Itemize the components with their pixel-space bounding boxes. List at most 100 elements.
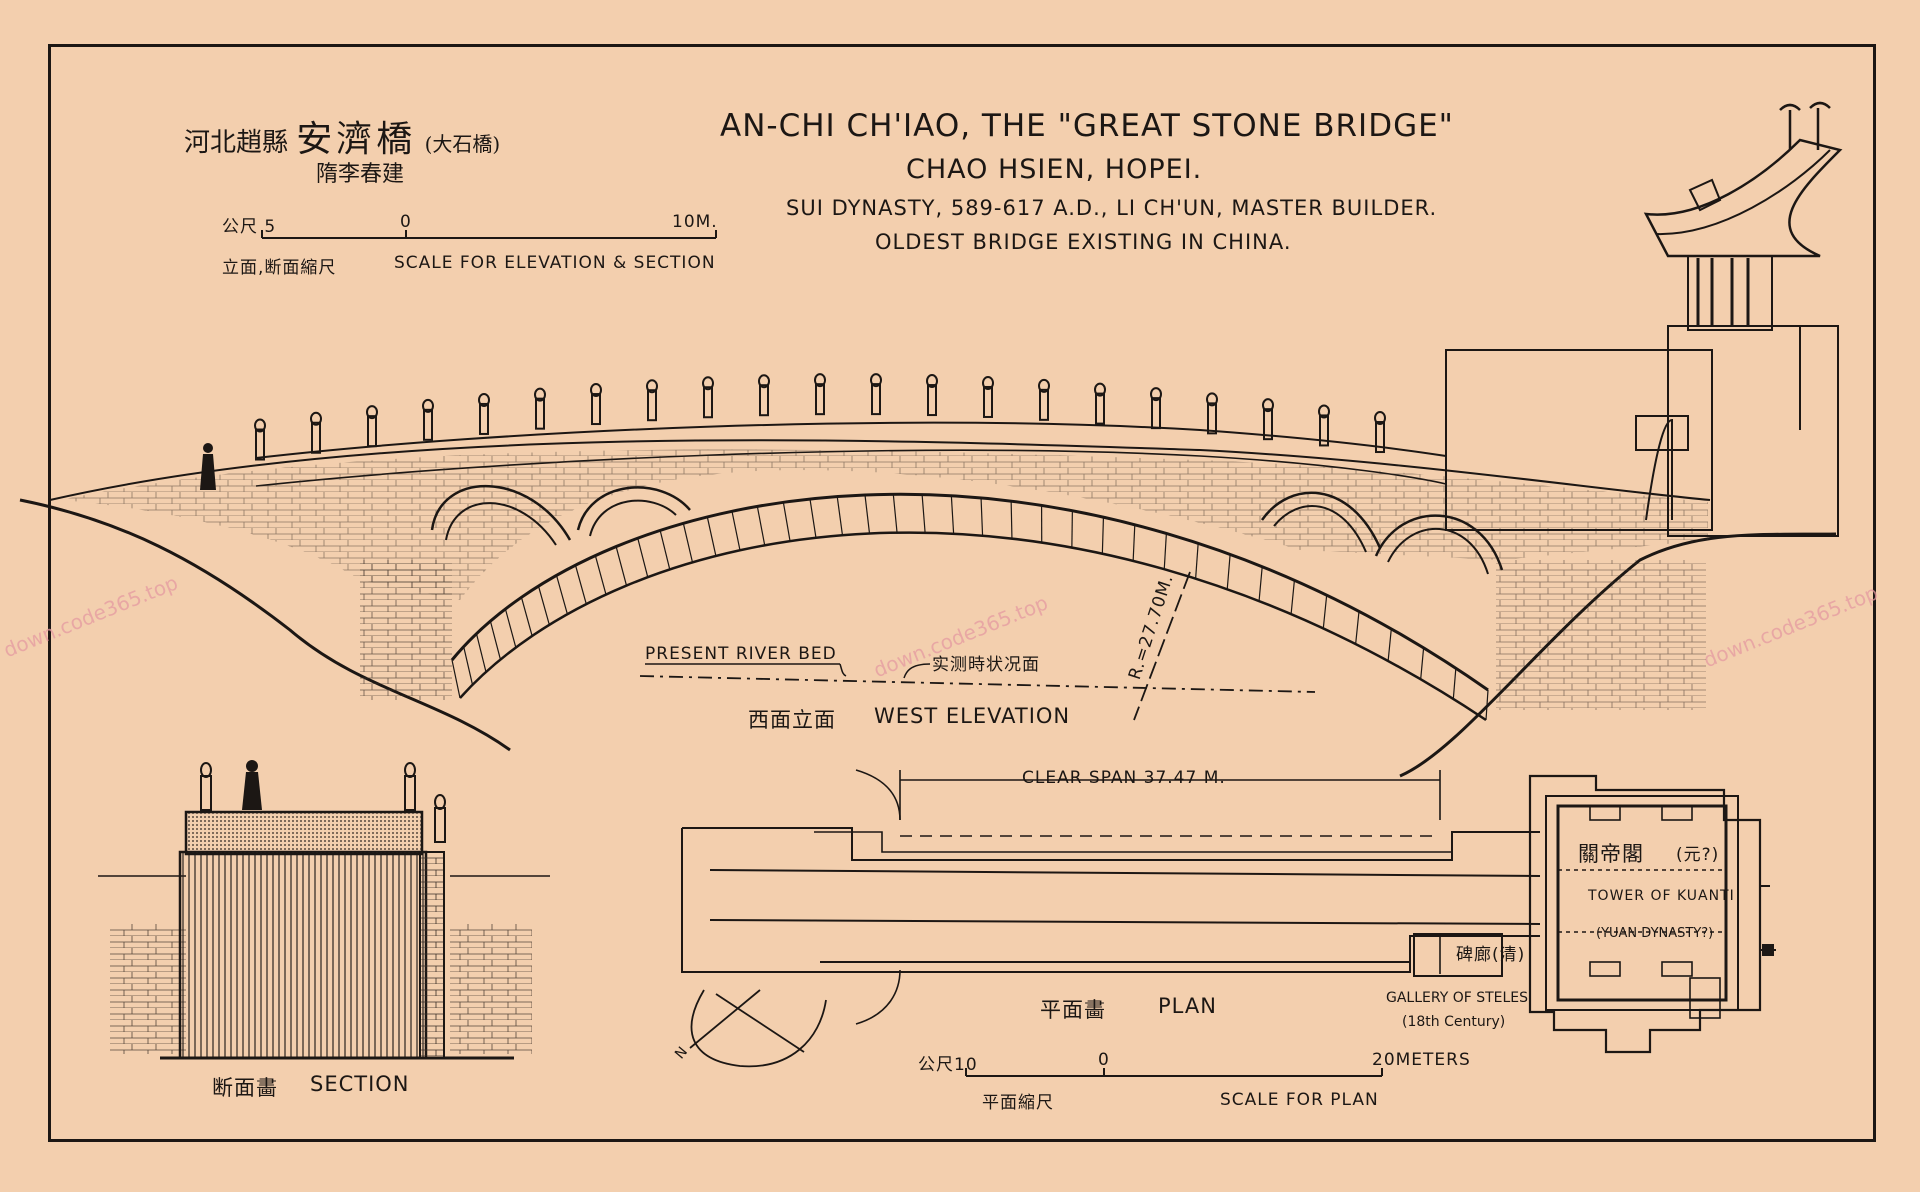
- arch-voussoir: [1290, 580, 1295, 615]
- river-bed-label: PRESENT RIVER BED: [645, 644, 837, 664]
- balustrade-post: [982, 375, 994, 418]
- border-frame: [48, 44, 1876, 1142]
- section-title-cn: 断面畵: [212, 1076, 278, 1100]
- elevation-title: WEST ELEVATION: [874, 704, 1071, 728]
- arch-voussoir: [1163, 533, 1167, 570]
- section-title: SECTION: [310, 1072, 410, 1096]
- arch-voussoir: [637, 538, 649, 578]
- arch-voussoir: [1195, 543, 1199, 579]
- west-elevation: [19, 101, 1843, 778]
- plan-scale-right: 20METERS: [1372, 1050, 1471, 1070]
- plan-title: PLAN: [1158, 994, 1217, 1018]
- balustrade-post: [1150, 387, 1162, 430]
- balustrade-post: [1206, 392, 1218, 435]
- plan-scale-cn-label: 平面縮尺: [982, 1093, 1054, 1113]
- plan-scale-bar: [965, 1068, 1383, 1077]
- arch-voussoir: [950, 495, 955, 534]
- tower-dynasty-label: (YUAN DYNASTY?): [1596, 926, 1714, 941]
- figure: [200, 443, 216, 490]
- clear-span-label: CLEAR SPAN 37.47 M.: [1022, 768, 1226, 788]
- title-line-4: OLDEST BRIDGE EXISTING IN CHINA.: [875, 230, 1292, 254]
- arch-voussoir: [451, 659, 461, 699]
- balustrade-post: [1038, 378, 1050, 421]
- arch-voussoir: [836, 496, 844, 536]
- chinese-title: 河北趙縣 安濟橋 (大石橋): [184, 110, 500, 162]
- arch-voussoir: [537, 585, 550, 625]
- arch-voussoir: [782, 502, 791, 542]
- section-post: [404, 762, 416, 811]
- balustrade-post: [814, 373, 826, 416]
- balustrade-post: [926, 374, 938, 417]
- arch-voussoir: [980, 497, 984, 536]
- balustrade-post: [758, 374, 770, 417]
- arch-voussoir: [463, 646, 474, 685]
- arch-voussoir: [1387, 628, 1392, 662]
- tower-cn-note: (元?): [1676, 845, 1720, 865]
- tower-cn-label: 關帝閣: [1578, 842, 1644, 866]
- chinese-title-alt: (大石橋): [424, 132, 501, 156]
- arch-voussoir: [1101, 517, 1105, 554]
- elev-scale-cn-label: 立面,断面縮尺: [222, 258, 337, 278]
- section-post: [434, 794, 446, 843]
- balustrade-post: [1262, 398, 1274, 441]
- arch-voussoir: [1226, 554, 1231, 590]
- arch-voussoir: [1010, 501, 1013, 539]
- arch-voussoir: [1071, 510, 1073, 548]
- arch-voussoir: [1485, 689, 1489, 721]
- tower-label: TOWER OF KUANTI: [1588, 888, 1735, 904]
- chinese-title-name: 安濟橋: [296, 119, 417, 160]
- arch-voussoir: [731, 511, 741, 551]
- elev-scale-label: SCALE FOR ELEVATION & SECTION: [394, 253, 716, 273]
- arch-voussoir: [1420, 647, 1425, 680]
- arch-voussoir: [1452, 668, 1457, 700]
- arch-voussoir: [489, 620, 502, 660]
- plan-scale-zero: 0: [1098, 1050, 1110, 1070]
- title-line-3: SUI DYNASTY, 589-617 A.D., LI CH'UN, MAS…: [786, 196, 1438, 220]
- arch-voussoir: [921, 494, 926, 533]
- arch-voussoir: [1132, 524, 1136, 561]
- balustrade-post: [1094, 382, 1106, 425]
- arch-voussoir: [555, 575, 568, 615]
- balustrade-post: [310, 411, 322, 454]
- elev-scale-zero: 0: [400, 212, 412, 232]
- balustrade-post: [366, 405, 378, 448]
- balustrade-post: [478, 392, 490, 435]
- section-post: [200, 762, 212, 811]
- balustrade-post: [870, 373, 882, 416]
- balustrade-post: [590, 383, 602, 426]
- gallery-label: GALLERY OF STELES: [1386, 990, 1529, 1006]
- arch-voussoir: [1258, 566, 1263, 602]
- arch-voussoir: [892, 494, 898, 533]
- arch-voussoir: [574, 565, 587, 605]
- section-drawing: [98, 760, 550, 1060]
- gallery-cn-label: 碑廊(清): [1456, 945, 1526, 965]
- arch-voussoir: [615, 546, 628, 586]
- elev-scale-right: 10M.: [672, 212, 718, 232]
- arch-voussoir: [594, 555, 607, 595]
- title-line-1: AN-CHI CH'IAO, THE "GREAT STONE BRIDGE": [720, 108, 1454, 144]
- arch-voussoir: [1322, 595, 1328, 629]
- chinese-builder: 隋李春建: [316, 162, 405, 187]
- arch-voussoir: [504, 608, 517, 648]
- arch-voussoir: [520, 597, 533, 637]
- elevation-title-cn: 西面立面: [748, 708, 836, 732]
- arch-voussoir: [756, 506, 766, 546]
- gate-tower: [1445, 101, 1843, 537]
- gallery-century-label: (18th Century): [1402, 1014, 1506, 1030]
- plan-title-cn: 平面畵: [1040, 998, 1106, 1022]
- plan-scale-left: 公尺10: [918, 1055, 978, 1075]
- balustrade-post: [646, 379, 658, 422]
- arch-voussoir: [659, 530, 671, 570]
- plan-scale-label: SCALE FOR PLAN: [1220, 1090, 1379, 1110]
- arch-voussoir: [475, 633, 487, 673]
- plan-drawing: [681, 769, 1776, 1068]
- balustrade-post: [702, 376, 714, 419]
- river-bed-cn-label: 实测時状况面: [932, 655, 1040, 675]
- chinese-title-prefix: 河北趙縣: [184, 128, 289, 158]
- balustrade-post: [422, 398, 434, 441]
- balustrade-post: [1318, 404, 1330, 447]
- arch-voussoir: [706, 516, 717, 557]
- balustrade-post: [1374, 411, 1386, 454]
